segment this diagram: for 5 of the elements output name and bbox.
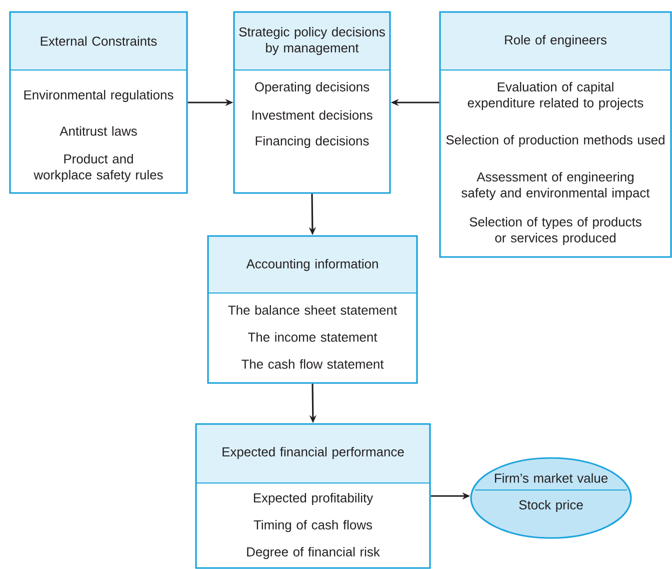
process-box: Expected financial performance Expected profitability Timing of cash flows Degree of financial risk bbox=[195, 423, 431, 569]
process-box: Role of engineers Evaluation of capital expenditure related to projects Selection of production methods used Assessment of engineering safety and environmental impact Selection of types of products or services produced bbox=[439, 11, 672, 258]
process-box: Strategic policy decisions by management Operating decisions Investment decisions Financing decisions bbox=[233, 11, 391, 194]
process-box: Accounting information The balance sheet statement The income statement The cash flow statement bbox=[207, 235, 418, 384]
process-box: External Constraints Environmental regulations Antitrust laws Product and workplace safety rules bbox=[9, 11, 188, 194]
